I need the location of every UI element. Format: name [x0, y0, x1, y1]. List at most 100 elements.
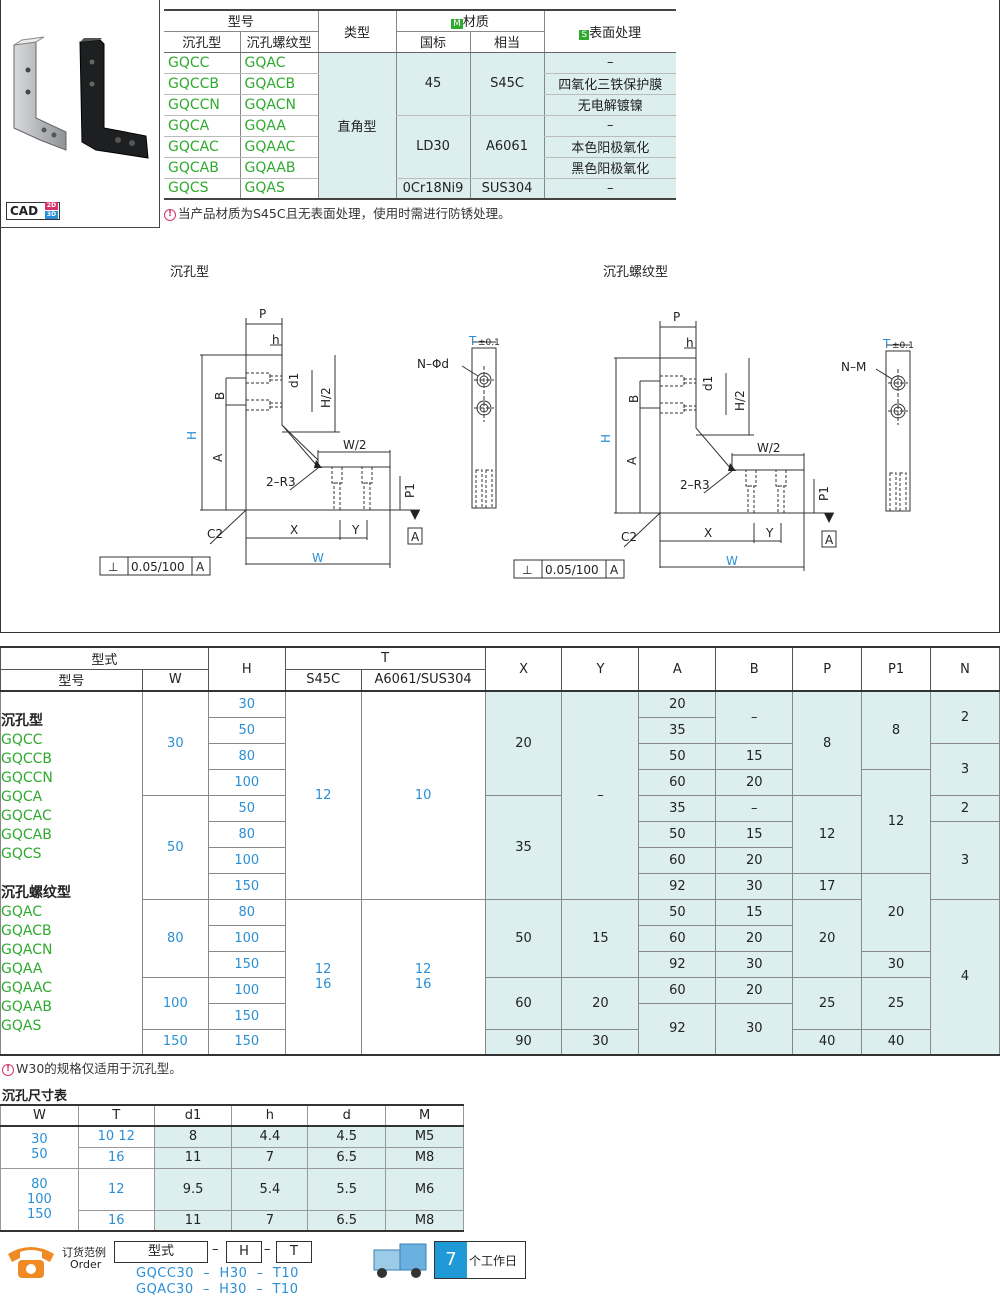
spec-code[interactable]: GQCC: [164, 52, 240, 74]
dim-label-h2: H/2: [733, 390, 747, 411]
b-cell: 15: [715, 742, 794, 770]
dim-label-p1: P1: [817, 486, 831, 501]
w-cell: 150: [141, 1028, 209, 1056]
dim-h-P: P: [792, 646, 863, 692]
n-cell: 2: [930, 794, 1000, 822]
spec-h-sink: 沉孔型: [164, 31, 240, 53]
spec-code[interactable]: GQCAC: [164, 136, 240, 158]
cb-t: 16: [77, 1146, 155, 1169]
a-cell: 60: [638, 976, 717, 1004]
order-sep: –: [212, 1242, 219, 1257]
cb-h: d: [307, 1104, 387, 1127]
spec-code[interactable]: GQCAB: [164, 157, 240, 179]
delivery-days-label: 个工作日: [469, 1254, 518, 1268]
spec-code[interactable]: GQCA: [164, 115, 240, 137]
dim-label-nphid: N–Φd: [417, 357, 449, 371]
dim-label-c2: C2: [207, 527, 223, 541]
dims-note: !W30的规格仅适用于沉孔型。: [2, 1058, 182, 1077]
delivery-badge: 7 个工作日: [434, 1241, 526, 1279]
spec-code[interactable]: GQAAC: [239, 136, 318, 158]
spec-gb: 45: [395, 52, 470, 116]
b-cell: 20: [715, 976, 794, 1004]
dim-label-t: T: [882, 337, 891, 351]
dim-label-h: h: [686, 336, 694, 350]
cb-h: W: [0, 1104, 79, 1127]
dim-label-tol: ±0.1: [892, 341, 914, 351]
n-cell: 2: [930, 690, 1000, 744]
h-cell: 80: [207, 898, 286, 926]
cb-d1: 11: [153, 1146, 233, 1169]
spec-code[interactable]: GQAC: [239, 52, 318, 74]
w-cell: 50: [141, 794, 209, 900]
flatness-value: 0.05/100: [131, 560, 185, 574]
p-cell: 8: [792, 690, 863, 796]
dim-label-r3: 2–R3: [266, 475, 296, 489]
cb-title: 沉孔尺寸表: [2, 1089, 68, 1104]
spec-type: 直角型: [317, 52, 396, 200]
p1-cell: 8: [861, 690, 932, 770]
spec-h-type: 类型: [317, 10, 396, 53]
cb-h: d1: [153, 1104, 233, 1127]
spec-code[interactable]: GQCS: [164, 178, 240, 200]
order-example-2: GQAC30 – H30 – T10: [136, 1282, 299, 1297]
spec-h-thread: 沉孔螺纹型: [239, 31, 318, 53]
a-cell: 60: [638, 924, 717, 952]
dim-label-d1: d1: [287, 373, 301, 388]
delivery-days: 7: [435, 1242, 467, 1278]
spec-code[interactable]: GQCCB: [164, 73, 240, 95]
dim-label-w2: W/2: [757, 441, 781, 455]
dim-h-a6061: A6061/SUS304: [360, 668, 486, 692]
dim-h-Y: Y: [561, 646, 640, 692]
p-cell: 20: [792, 898, 863, 978]
spec-code[interactable]: GQACB: [239, 73, 318, 95]
cad-label: CAD: [10, 204, 39, 218]
cb-h: T: [77, 1104, 155, 1127]
y-cell: –: [561, 690, 640, 900]
p1-cell: 30: [861, 950, 932, 978]
dim-h-N: N: [930, 646, 1000, 692]
y-cell: 15: [561, 898, 640, 978]
spec-code[interactable]: GQAA: [239, 115, 318, 137]
dim-label-p: P: [673, 310, 680, 324]
a-cell: 20: [638, 690, 717, 718]
spec-code[interactable]: GQAS: [239, 178, 318, 200]
b-cell: 15: [715, 820, 794, 848]
technical-drawing: P h d1 B H/2 H A W/2 2–R3 P1 C2 X Y W T …: [99, 307, 914, 579]
spec-surface: 无电解镀镍: [543, 94, 676, 116]
drawing-title-left: 沉孔型: [170, 265, 210, 280]
dim-label-p: P: [259, 307, 266, 321]
dim-label-w: W: [312, 551, 324, 565]
cb-d: 5.5: [307, 1167, 387, 1211]
h-cell: 150: [207, 1002, 286, 1030]
cb-d: 6.5: [307, 1146, 387, 1169]
spec-code[interactable]: GQCCN: [164, 94, 240, 116]
b-cell: 20: [715, 768, 794, 796]
dim-label-a: A: [211, 453, 225, 462]
spec-eq: A6061: [469, 115, 544, 179]
order-example-1: GQCC30 – H30 – T10: [136, 1266, 299, 1281]
a-cell: 50: [638, 742, 717, 770]
b-cell: –: [715, 794, 794, 822]
h-cell: 150: [207, 950, 286, 978]
dim-label-y: Y: [351, 523, 360, 537]
spec-eq: SUS304: [469, 178, 544, 200]
x-cell: 90: [484, 1028, 563, 1056]
product-photo-box: CAD 2D 3D: [0, 0, 160, 228]
cad-badge[interactable]: CAD 2D 3D: [6, 202, 60, 220]
w-cell: 30: [141, 690, 209, 796]
n-cell: 4: [930, 898, 1000, 1056]
delivery-truck-icon: [373, 1243, 427, 1278]
y-cell: 20: [561, 976, 640, 1030]
dim-h-model: 型号: [0, 668, 143, 692]
spec-note: !当产品材质为S45C且无表面处理，使用时需进行防锈处理。: [164, 203, 511, 222]
order-sep: –: [264, 1242, 271, 1257]
spec-code[interactable]: GQAAB: [239, 157, 318, 179]
datum-label: A: [411, 530, 420, 544]
spec-code[interactable]: GQACN: [239, 94, 318, 116]
a-cell: 92: [638, 950, 717, 978]
p1-cell: 40: [861, 1028, 932, 1056]
